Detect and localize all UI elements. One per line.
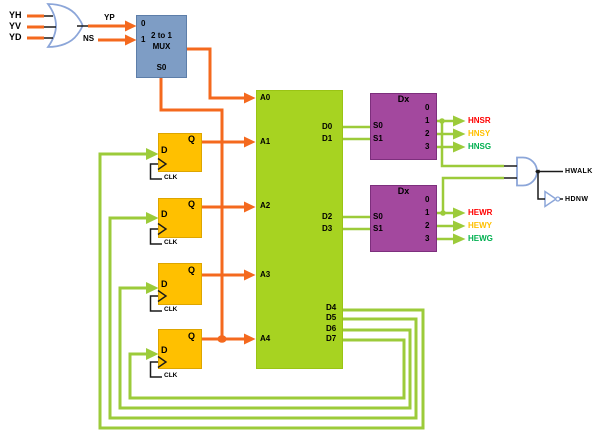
input-label-yv: YV (9, 21, 22, 31)
rom-pin-d6: D6 (326, 324, 337, 333)
arrow-a3 (244, 269, 256, 281)
demux-ew-title: Dx (397, 186, 410, 196)
net-label-yp: YP (104, 13, 115, 22)
signal-hnsg: HNSG (468, 142, 492, 151)
demux-ew-out3: 3 (425, 234, 430, 243)
arrow-hnsg (453, 141, 466, 153)
rom-pin-a2: A2 (260, 201, 271, 210)
mux-block (136, 15, 187, 78)
ff1-q-label: Q (188, 134, 196, 144)
junction-hewr (440, 210, 446, 216)
ff2-clk-label: CLK (164, 239, 178, 246)
junction-s0-a4 (217, 335, 227, 343)
demux-ew-out0: 0 (425, 195, 430, 204)
arrow-ff1-d (146, 148, 159, 160)
ff3-d-label: D (161, 279, 168, 289)
ff4-q-label: Q (188, 331, 196, 341)
arrow-hewr (453, 207, 466, 219)
rom-pin-d2: D2 (322, 212, 333, 221)
wire-mux-to-a0 (187, 47, 245, 100)
mux-title-line2: MUX (152, 42, 171, 51)
rom-pin-d4: D4 (326, 303, 337, 312)
junction-hwalk (536, 169, 540, 174)
demux-ew-s1: S1 (373, 224, 383, 233)
demux-ns-out0: 0 (425, 103, 430, 112)
and-gate (516, 156, 538, 187)
ff2-q-label: Q (188, 199, 196, 209)
ff4-d-label: D (161, 345, 168, 355)
arrow-a4 (244, 333, 256, 345)
ff3-q-label: Q (188, 265, 196, 275)
arrow-yp (125, 20, 137, 32)
ff1-d-label: D (161, 145, 168, 155)
ff4-clk-label: CLK (164, 372, 178, 379)
arrow-ff3-d (146, 282, 159, 294)
mux-title-line1: 2 to 1 (151, 31, 172, 40)
or-gate (46, 3, 84, 48)
ff1-clk-label: CLK (164, 174, 178, 181)
ff3-clk-label: CLK (164, 306, 178, 313)
demux-ew-out1: 1 (425, 208, 430, 217)
arrow-hewg (453, 233, 466, 245)
rom-pin-a4: A4 (260, 334, 271, 343)
arrow-ns (125, 34, 137, 46)
demux-ns-out3: 3 (425, 142, 430, 151)
arrow-a1 (244, 136, 256, 148)
signal-hewr: HEWR (468, 208, 493, 217)
rom-pin-d0: D0 (322, 122, 333, 131)
arrow-a0 (244, 92, 256, 104)
mux-input1-label: 1 (141, 35, 146, 44)
demux-ew-s0: S0 (373, 212, 383, 221)
signal-hdnw: HDNW (565, 196, 589, 203)
not-gate (544, 190, 561, 208)
signal-hewg: HEWG (468, 234, 493, 243)
demux-ns-title: Dx (397, 94, 410, 104)
demux-ns-out1: 1 (425, 116, 430, 125)
rom-pin-a3: A3 (260, 270, 271, 279)
net-label-ns: NS (83, 34, 95, 43)
mux-input0-label: 0 (141, 19, 146, 28)
ff2-d-label: D (161, 209, 168, 219)
signal-hewy: HEWY (468, 221, 492, 230)
input-label-yh: YH (9, 10, 22, 20)
demux-ns-out2: 2 (425, 129, 430, 138)
rom-pin-d3: D3 (322, 224, 333, 233)
arrow-hewy (453, 220, 466, 232)
wire-to-not-gate (537, 171, 545, 200)
arrow-hnsr (453, 115, 466, 127)
arrow-a2 (244, 201, 256, 213)
arrow-ff2-d (146, 212, 159, 224)
rom-pin-a1: A1 (260, 137, 271, 146)
demux-ns-s1: S1 (373, 134, 383, 143)
rom-pin-a0: A0 (260, 93, 271, 102)
arrow-ff4-d (146, 348, 159, 360)
rom-pin-d5: D5 (326, 313, 337, 322)
signal-hnsy: HNSY (468, 129, 491, 138)
mux-select-label: S0 (156, 63, 167, 72)
rom-pin-d1: D1 (322, 134, 333, 143)
signal-hnsr: HNSR (468, 116, 491, 125)
demux-ns-s0: S0 (373, 121, 383, 130)
junction-hnsr (439, 118, 445, 124)
demux-ew-out2: 2 (425, 221, 430, 230)
arrow-hnsy (453, 128, 466, 140)
signal-hwalk: HWALK (565, 168, 593, 175)
rom-pin-d7: D7 (326, 334, 337, 343)
input-label-yd: YD (9, 32, 22, 42)
